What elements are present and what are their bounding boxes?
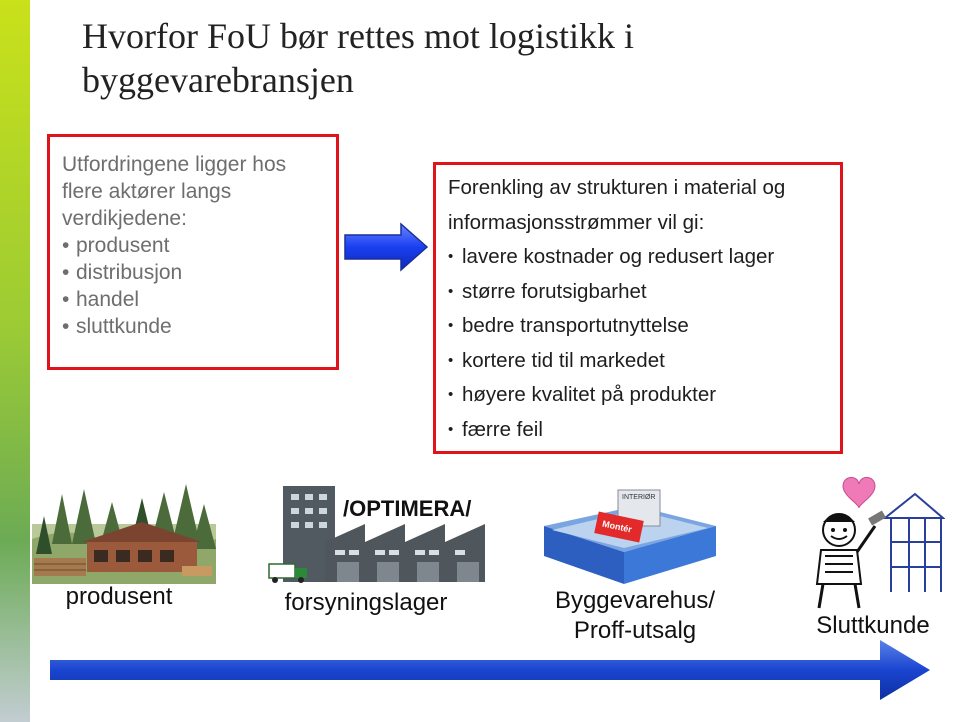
value-chain-arrow-icon	[50, 640, 930, 700]
list-item: større forutsigbarhet	[448, 275, 840, 310]
benefits-intro: Forenkling av strukturen i material og i…	[448, 176, 786, 234]
slide-title: Hvorfor FoU bør rettes mot logistikk i b…	[82, 16, 634, 100]
sawmill-icon	[32, 484, 216, 584]
benefits-list: lavere kostnader og redusert lager størr…	[448, 240, 840, 447]
list-item: færre feil	[448, 413, 840, 448]
list-item: distribusjon	[62, 259, 336, 286]
store-icon: INTERIØR Montér	[544, 489, 716, 584]
decorative-side-bar	[0, 0, 30, 722]
challenges-intro: Utfordringene ligger hos flere aktører l…	[62, 153, 287, 230]
builder-icon	[815, 477, 945, 609]
list-item: bedre transportutnyttelse	[448, 309, 840, 344]
challenges-box: Utfordringene ligger hos flere aktører l…	[47, 134, 339, 370]
benefits-box: Forenkling av strukturen i material og i…	[433, 162, 843, 454]
challenges-list: produsent distribusjon handel sluttkunde	[62, 232, 336, 340]
list-item: handel	[62, 286, 336, 313]
list-item: produsent	[62, 232, 336, 259]
list-item: lavere kostnader og redusert lager	[448, 240, 840, 275]
stage-label-produsent: produsent	[65, 583, 173, 610]
optimera-logo: /OPTIMERA/	[343, 496, 471, 521]
stage-label-byggevarehus: Byggevarehus/ Proff-utsalg	[554, 587, 716, 644]
right-arrow-icon	[344, 222, 429, 272]
warehouse-icon: /OPTIMERA/	[268, 486, 485, 583]
store-top-sign: INTERIØR	[622, 494, 655, 501]
list-item: sluttkunde	[62, 313, 336, 340]
stage-label-forsyningslager: forsyningslager	[284, 589, 448, 616]
list-item: høyere kvalitet på produkter	[448, 378, 840, 413]
list-item: kortere tid til markedet	[448, 344, 840, 379]
stage-label-sluttkunde: Sluttkunde	[816, 612, 930, 639]
